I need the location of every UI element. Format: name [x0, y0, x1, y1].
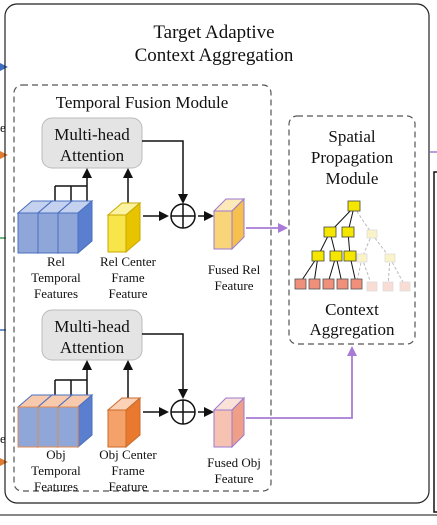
spatial-title-line3: Module [326, 169, 379, 188]
context-aggregation-line1: Context [325, 300, 379, 319]
spatial-title-line1: Spatial [328, 127, 375, 146]
rel-center-label-1: Rel Center [100, 254, 157, 269]
attention-obj-line1: Multi-head [54, 317, 130, 336]
svg-text:e: e [0, 120, 6, 135]
attention-box-obj [41, 309, 143, 361]
attention-obj-line2: Attention [60, 338, 125, 357]
svg-text:e: e [0, 431, 6, 446]
rel-temporal-cubes [16, 199, 94, 255]
temporal-fusion-box [13, 84, 272, 492]
outer-title-line2: Context Aggregation [135, 45, 294, 66]
obj-center-label-2: Frame [111, 463, 144, 478]
obj-center-label-3: Feature [109, 479, 148, 494]
rel-temporal-label-1: Rel [47, 254, 65, 269]
rel-temporal-label-2: Temporal [31, 270, 81, 285]
obj-temporal-label-1: Obj [46, 447, 66, 462]
fused-rel-label-1: Fused Rel [208, 262, 261, 277]
rel-center-label-3: Feature [109, 286, 148, 301]
rel-center-frame-cube [106, 201, 142, 254]
spatial-title-line2: Propagation [311, 148, 394, 167]
spatial-propagation-box [288, 115, 416, 345]
plus-operator-obj [170, 399, 196, 425]
fused-rel-cube [212, 197, 246, 251]
outer-title-line1: Target Adaptive [153, 22, 274, 43]
fused-to-spatial-arrows [246, 223, 357, 419]
obj-temporal-cubes [16, 393, 94, 449]
obj-temporal-label-3: Features [34, 479, 78, 494]
fused-obj-label-1: Fused Obj [207, 455, 261, 470]
fused-rel-label-2: Feature [215, 278, 254, 293]
temporal-fusion-title: Temporal Fusion Module [56, 93, 229, 112]
attention-rel-line2: Attention [60, 146, 125, 165]
propagation-tree-graphic [294, 200, 411, 292]
outer-container [4, 3, 430, 504]
attention-box-rel [41, 117, 143, 169]
obj-center-frame-cube [106, 396, 142, 449]
fused-obj-label-2: Feature [215, 471, 254, 486]
attention-rel-line1: Multi-head [54, 125, 130, 144]
fused-obj-cube [212, 396, 246, 449]
rel-center-label-2: Frame [111, 270, 144, 285]
plus-operator-rel [170, 203, 196, 229]
rel-temporal-label-3: Features [34, 286, 78, 301]
context-aggregation-line2: Aggregation [310, 320, 395, 339]
obj-temporal-label-2: Temporal [31, 463, 81, 478]
right-edge-frame [0, 151, 437, 516]
obj-center-label-1: Obj Center [99, 447, 157, 462]
